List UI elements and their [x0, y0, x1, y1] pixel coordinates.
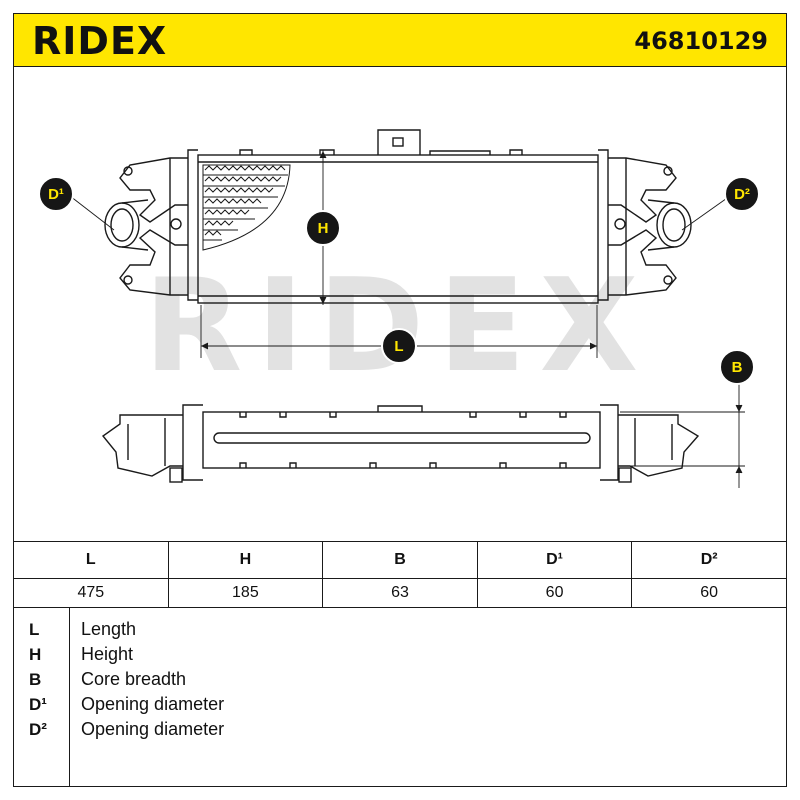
d2-leader — [681, 195, 731, 231]
legend: L Length H Height B Core breadth D¹ Open… — [13, 607, 787, 787]
intercooler-front-view — [104, 129, 692, 304]
spec-table: L H B D¹ D² 475 185 63 60 60 — [13, 541, 787, 608]
legend-item: B Core breadth — [13, 667, 787, 692]
spec-value-h: 185 — [167, 578, 324, 608]
legend-key: D² — [29, 720, 47, 739]
watermark-logo: RIDEX — [143, 252, 653, 401]
core-fins — [202, 164, 291, 251]
intercooler-side-view — [101, 404, 700, 483]
spec-header-l: L — [13, 541, 169, 579]
spec-header-row: L H B D¹ D² — [13, 541, 787, 579]
legend-key: H — [29, 645, 42, 664]
legend-key: L — [29, 620, 40, 639]
legend-key: B — [29, 670, 42, 689]
dimension-b — [620, 384, 745, 488]
technical-drawing — [69, 129, 745, 488]
callout-l: L — [381, 328, 417, 364]
spec-header-d1: D¹ — [476, 541, 633, 579]
spec-value-l: 475 — [13, 578, 169, 608]
legend-divider — [69, 607, 70, 787]
spec-header-b: B — [322, 541, 478, 579]
brand-logo: RIDEX — [32, 19, 168, 63]
callout-d2: D² — [724, 176, 760, 212]
spec-value-d1: 60 — [476, 578, 633, 608]
header-bar: RIDEX 46810129 — [13, 13, 787, 67]
part-number: 46810129 — [634, 27, 768, 55]
legend-item: D¹ Opening diameter — [13, 692, 787, 717]
spec-value-b: 63 — [322, 578, 478, 608]
legend-desc: Opening diameter — [81, 694, 225, 714]
legend-desc: Opening diameter — [81, 719, 225, 739]
callout-h: H — [305, 210, 341, 246]
legend-item: L Length — [13, 617, 787, 642]
callout-d1: D¹ — [38, 176, 74, 212]
d1-leader — [69, 195, 115, 231]
document-frame — [13, 67, 787, 787]
legend-desc: Height — [81, 644, 134, 664]
callout-b: B — [719, 349, 755, 385]
spec-value-row: 475 185 63 60 60 — [13, 578, 787, 608]
legend-key: D¹ — [29, 695, 47, 714]
legend-item: D² Opening diameter — [13, 717, 787, 742]
spec-header-d2: D² — [631, 541, 787, 579]
legend-desc: Length — [81, 619, 137, 639]
legend-item: H Height — [13, 642, 787, 667]
legend-desc: Core breadth — [81, 669, 187, 689]
spec-header-h: H — [167, 541, 324, 579]
spec-value-d2: 60 — [631, 578, 787, 608]
